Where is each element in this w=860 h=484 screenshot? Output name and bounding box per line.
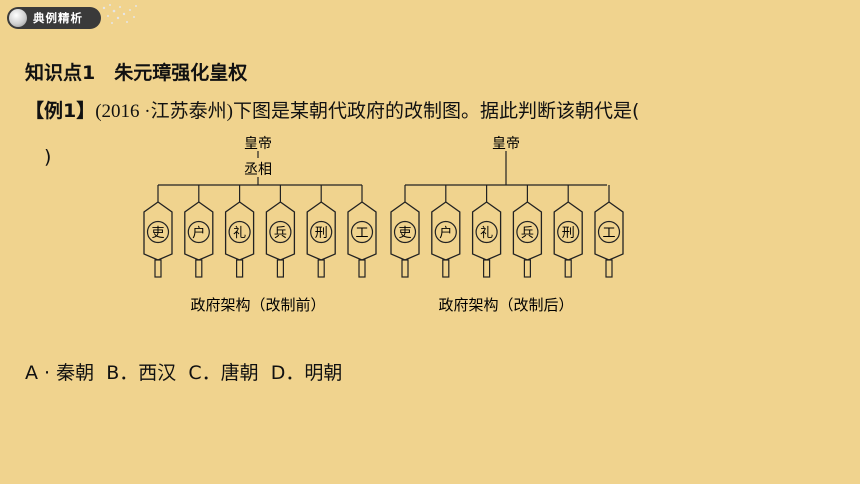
after-ministry-5: 工 <box>594 185 624 278</box>
option-b[interactable]: B．西汉 <box>106 362 177 384</box>
after-ministry-label: 刑 <box>562 226 575 241</box>
option-d[interactable]: D．明朝 <box>270 362 343 384</box>
after-ministry-0: 吏 <box>390 185 420 278</box>
after-ministry-3: 兵 <box>512 185 543 278</box>
after-ministry-label: 吏 <box>398 225 411 241</box>
before-ministry-label: 户 <box>192 225 205 241</box>
after-ministry-1: 户 <box>431 185 461 278</box>
question-source: (2016 ·江苏泰州) <box>95 101 233 122</box>
question-text: 下图是某朝代政府的改制图。据此判断该朝代是( <box>232 100 640 122</box>
before-ministry-label: 兵 <box>274 226 287 241</box>
before-ministry-1: 户 <box>184 185 214 278</box>
question-line: 【例1】(2016 ·江苏泰州)下图是某朝代政府的改制图。据此判断该朝代是( <box>25 96 639 123</box>
knowledge-point-heading: 知识点1 朱元璋强化皇权 <box>25 62 248 84</box>
before-ministry-0: 吏 <box>143 185 173 278</box>
before-ministry-label: 工 <box>355 226 368 241</box>
after-emperor-label: 皇帝 <box>492 136 520 152</box>
decorative-dots-icon <box>102 4 137 24</box>
before-emperor-label: 皇帝 <box>244 136 272 152</box>
before-ministry-label: 礼 <box>233 225 246 241</box>
before-ministry-label: 吏 <box>151 225 164 241</box>
before-caption: 政府架构（改制前） <box>190 296 325 314</box>
question-tag: 【例1】 <box>25 100 96 122</box>
badge-circle-icon <box>9 9 27 27</box>
before-ministry-label: 刑 <box>315 226 328 241</box>
after-ministries: 吏户礼兵刑工 <box>390 185 624 278</box>
badge-label: 典例精析 <box>33 11 83 25</box>
after-ministry-label: 户 <box>439 225 452 241</box>
option-a[interactable]: A · 秦朝 <box>25 362 95 384</box>
after-ministry-label: 礼 <box>480 225 493 241</box>
before-ministry-4: 刑 <box>306 185 336 278</box>
answer-options: A · 秦朝 B．西汉 C．唐朝 D．明朝 <box>25 358 342 385</box>
after-ministry-4: 刑 <box>553 185 583 278</box>
government-reform-diagram: 皇帝 丞相 吏 户 礼 兵 刑 工 政府架构（改制前） 皇帝 吏 户 礼 兵 刑 工 政府架构（改制… <box>143 136 624 314</box>
after-caption: 政府架构（改制后） <box>438 296 573 314</box>
after-ministry-2: 礼 <box>471 185 502 278</box>
option-c[interactable]: C．唐朝 <box>188 362 259 384</box>
before-ministry-2: 礼 <box>224 185 255 278</box>
section-badge: 典例精析 <box>7 7 101 29</box>
before-ministries: 吏户礼兵刑工 <box>143 185 377 278</box>
after-ministry-label: 兵 <box>521 226 534 241</box>
before-chancellor-label: 丞相 <box>244 162 272 178</box>
after-ministry-label: 工 <box>602 226 615 241</box>
question-blank: ) <box>44 146 52 168</box>
before-ministry-3: 兵 <box>265 185 296 278</box>
before-ministry-5: 工 <box>347 185 377 278</box>
